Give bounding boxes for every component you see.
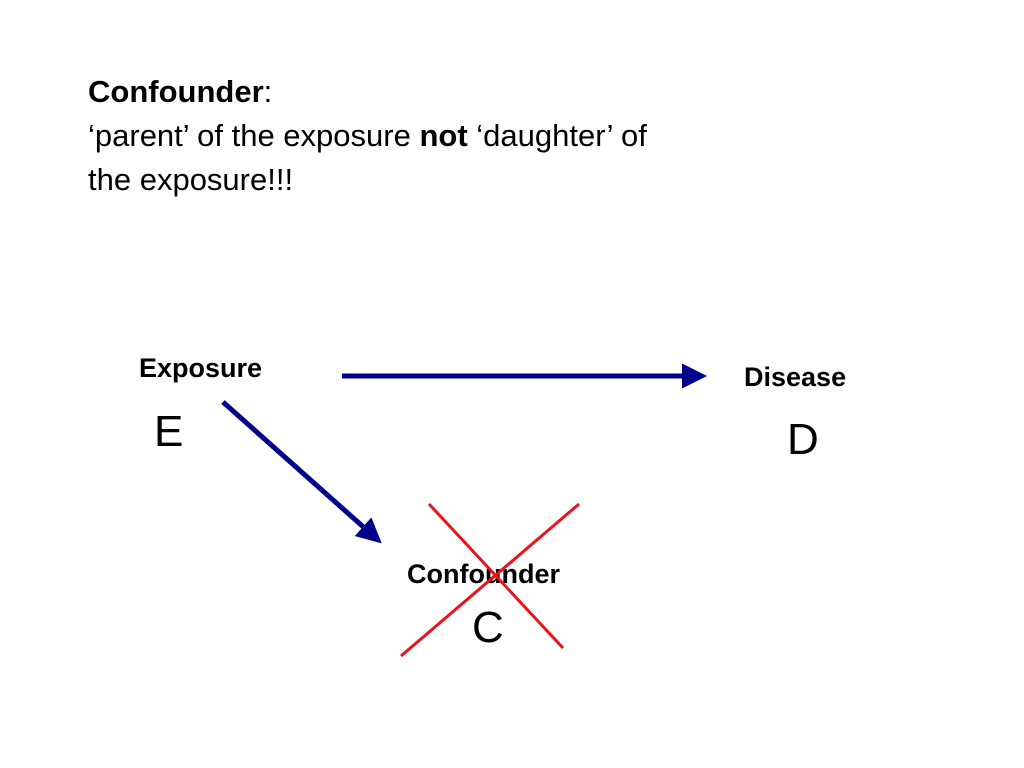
- confounder-symbol: C: [472, 603, 504, 652]
- slide-heading: Confounder: ‘parent’ of the exposure not…: [88, 70, 848, 202]
- heading-colon: :: [263, 74, 273, 109]
- heading-line3: the exposure!!!: [88, 162, 294, 197]
- exposure-symbol: E: [154, 407, 184, 456]
- heading-term: Confounder: [88, 74, 264, 109]
- disease-label: Disease: [744, 362, 847, 392]
- heading-line2-part1: ‘parent’ of the exposure: [88, 118, 420, 153]
- arrow-exposure-to-confounder: [221, 400, 382, 544]
- disease-symbol: D: [787, 415, 819, 464]
- heading-line2-part2: ‘daughter’ of: [467, 118, 647, 153]
- exposure-label: Exposure: [139, 353, 263, 383]
- cross-mark-stroke-2: [400, 502, 580, 658]
- heading-emphasis: not: [419, 118, 468, 153]
